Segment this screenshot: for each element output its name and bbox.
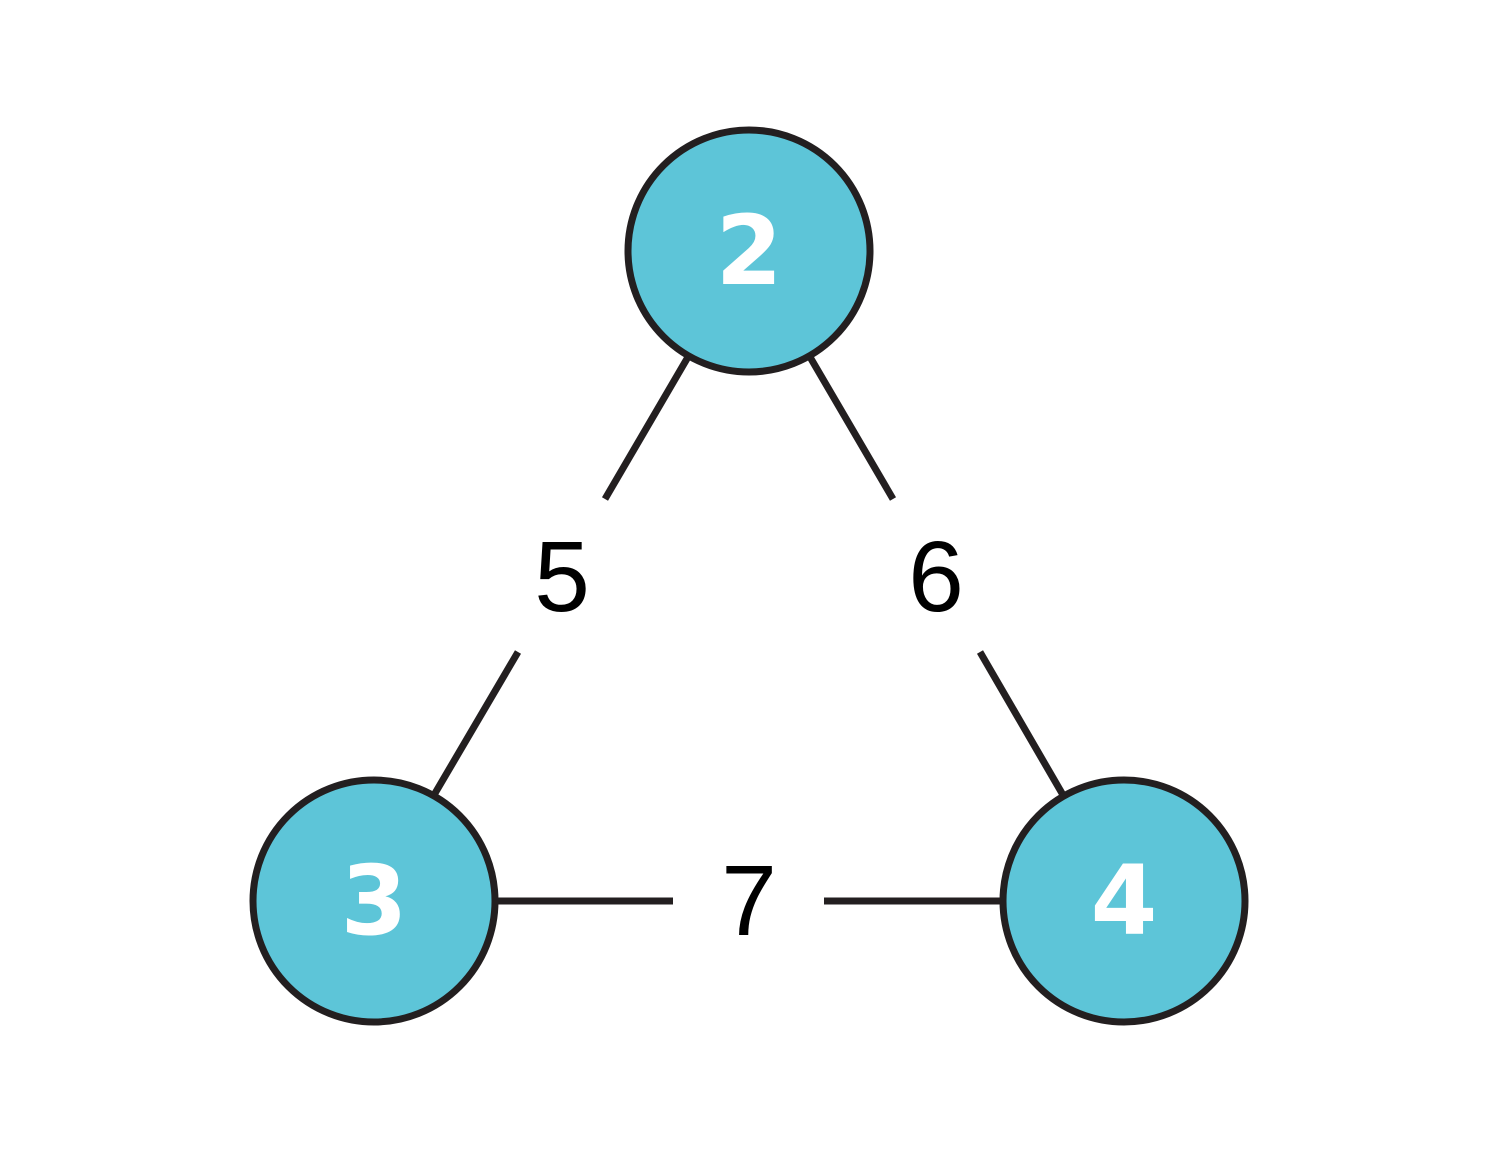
- edge-a-c-segment-1: [806, 355, 897, 501]
- node-label: 3: [341, 845, 408, 957]
- graph-node: 4: [999, 776, 1249, 1026]
- edge-a-b-segment-1: [601, 355, 692, 501]
- node-circle: [249, 776, 499, 1026]
- edge-weight-label: 5: [534, 521, 590, 633]
- edge-a-b-segment-2: [430, 650, 522, 797]
- edge-a-c-segment-2: [976, 650, 1067, 797]
- graph-node: 2: [624, 126, 874, 376]
- edge-b-c: 7: [496, 845, 1002, 957]
- node-label: 4: [1091, 845, 1158, 957]
- edges: 5 6 7: [430, 355, 1067, 957]
- nodes: 2 3 4: [249, 126, 1249, 1026]
- node-label: 2: [716, 195, 783, 307]
- edge-weight-label: 7: [721, 845, 777, 957]
- edge-a-c: 6: [806, 355, 1067, 797]
- node-circle: [999, 776, 1249, 1026]
- edge-weight-label: 6: [908, 521, 964, 633]
- graph-node: 3: [249, 776, 499, 1026]
- edge-a-b: 5: [430, 355, 692, 797]
- node-circle: [624, 126, 874, 376]
